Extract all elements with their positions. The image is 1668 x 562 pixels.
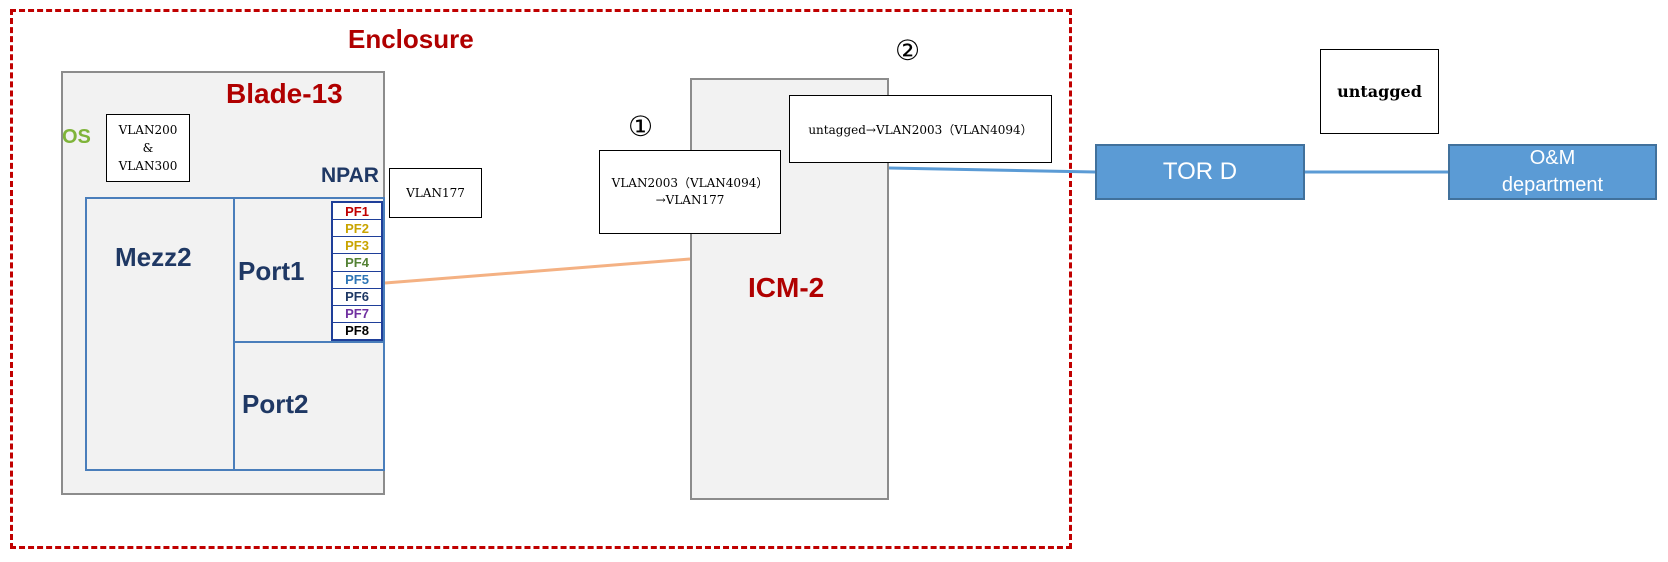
os-vlan-line: VLAN200 bbox=[118, 123, 178, 137]
mezz-divider-horizontal bbox=[233, 341, 385, 343]
pf-item: PF6 bbox=[333, 289, 381, 306]
step1-line: VLAN2003（VLAN4094） bbox=[611, 176, 769, 190]
tor-d-label: TOR D bbox=[1162, 158, 1238, 185]
step2-vlan-box: untagged→VLAN2003（VLAN4094） bbox=[789, 95, 1052, 163]
mezz2-label: Mezz2 bbox=[115, 242, 192, 272]
pf-list: PF1 PF2 PF3 PF4 PF5 PF6 PF7 PF8 bbox=[331, 201, 383, 341]
om-department-box: O&M department bbox=[1448, 144, 1657, 200]
os-vlan-line: & bbox=[142, 141, 154, 155]
om-line: department bbox=[1501, 174, 1604, 196]
os-vlan-box: VLAN200 & VLAN300 bbox=[106, 114, 190, 182]
pf-item: PF1 bbox=[333, 203, 381, 221]
om-line: O&M bbox=[1529, 147, 1576, 169]
npar-label: NPAR bbox=[321, 164, 379, 187]
npar-vlan-text: VLAN177 bbox=[406, 186, 465, 200]
tor-d-box: TOR D bbox=[1095, 144, 1305, 200]
untagged-text: untagged bbox=[1337, 82, 1422, 101]
pf-item: PF5 bbox=[333, 272, 381, 289]
os-label: OS bbox=[62, 126, 91, 148]
npar-vlan-box: VLAN177 bbox=[389, 168, 482, 218]
enclosure-title: Enclosure bbox=[348, 24, 474, 54]
step2-marker: ② bbox=[895, 34, 921, 67]
port1-label: Port1 bbox=[238, 256, 305, 286]
blade-title: Blade-13 bbox=[226, 78, 343, 109]
mezz-divider-vertical bbox=[233, 197, 235, 471]
pf-item: PF8 bbox=[345, 323, 369, 339]
pf-item: PF3 bbox=[333, 237, 381, 255]
step1-vlan-box: VLAN2003（VLAN4094） →VLAN177 bbox=[599, 150, 781, 234]
step2-text: untagged→VLAN2003（VLAN4094） bbox=[808, 122, 1033, 137]
mezz2-box bbox=[85, 197, 385, 471]
step1-marker: ① bbox=[628, 110, 654, 143]
step1-line: →VLAN177 bbox=[655, 193, 725, 207]
pf-item: PF2 bbox=[333, 220, 381, 238]
pf-item: PF7 bbox=[333, 306, 381, 323]
os-vlan-line: VLAN300 bbox=[118, 159, 178, 173]
icm-title: ICM-2 bbox=[748, 272, 825, 303]
pf-item: PF4 bbox=[333, 254, 381, 272]
port2-label: Port2 bbox=[242, 389, 309, 419]
icm-to-tor-link bbox=[888, 166, 1096, 174]
enclosure-frame bbox=[10, 9, 1072, 549]
port1-to-icm-link bbox=[384, 257, 691, 285]
untagged-box: untagged bbox=[1320, 49, 1439, 134]
